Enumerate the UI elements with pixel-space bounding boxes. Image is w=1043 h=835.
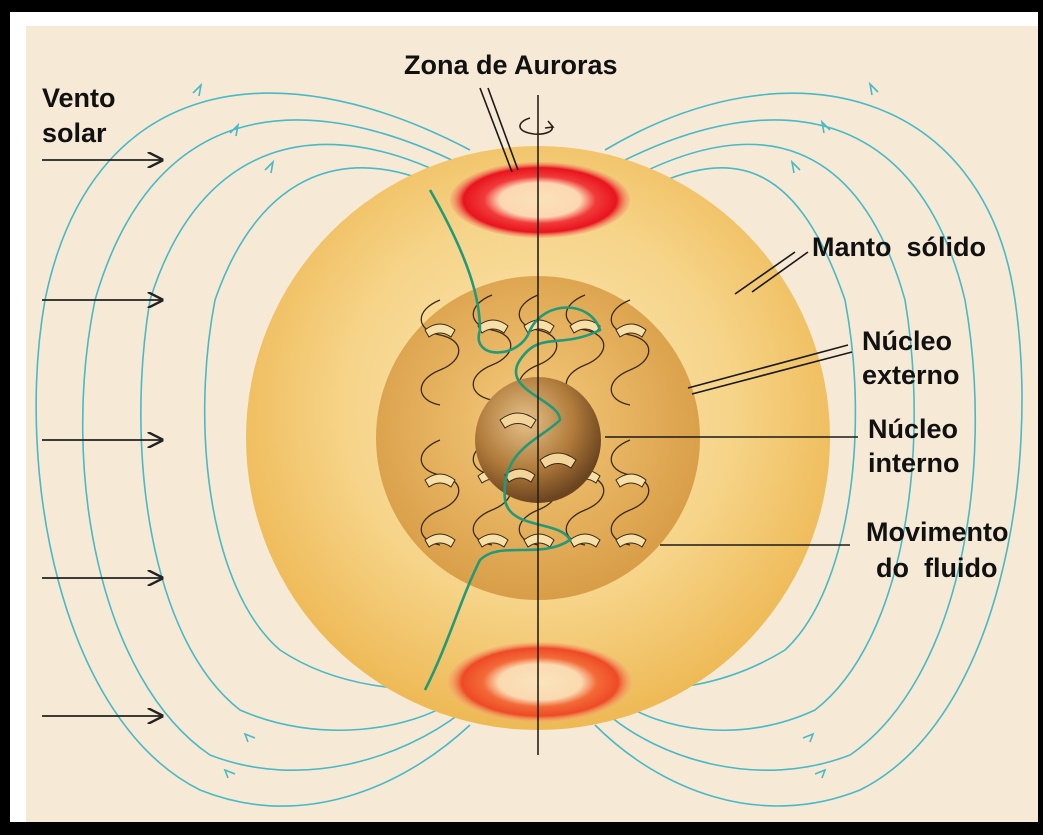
fluid-motion-label-line2: do fluido <box>876 553 997 584</box>
solar-wind-label-line2: solar <box>42 118 107 149</box>
aurora-zone-label: Zona de Auroras <box>404 50 618 81</box>
outer-core-label-line1: Núcleo <box>862 326 952 357</box>
solid-mantle-label: Manto sólido <box>812 232 986 263</box>
fluid-motion-label-line1: Movimento <box>866 517 1009 548</box>
aurora-ring-bottom <box>448 642 632 722</box>
inner-core-label-line2: interno <box>868 448 960 479</box>
inner-core-label-line1: Núcleo <box>868 414 958 445</box>
outer-core-label-line2: externo <box>862 360 960 391</box>
solar-wind-label-line1: Vento <box>42 83 116 114</box>
aurora-ring-top <box>450 162 630 238</box>
